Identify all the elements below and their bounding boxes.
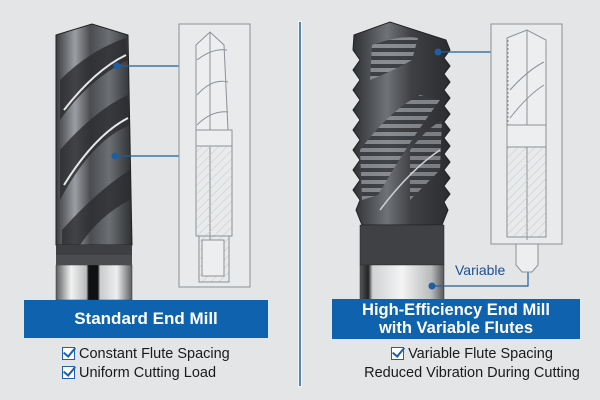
high-efficiency-end-mill-panel: High-Efficiency End Mill with Variable F… — [300, 0, 600, 400]
high-efficiency-title-line2: with Variable Flutes — [378, 319, 534, 337]
standard-end-mill-title: Standard End Mill — [74, 309, 218, 328]
feature-text: Constant Flute Spacing — [79, 345, 230, 362]
checkbox-checked-icon — [62, 366, 75, 379]
feature-item: Constant Flute Spacing — [62, 344, 230, 363]
standard-end-mill-title-banner: Standard End Mill — [24, 300, 268, 338]
panel-divider — [299, 22, 301, 386]
standard-end-mill-illustration — [55, 23, 251, 300]
feature-text: Reduced Vibration During Cutting — [364, 364, 580, 381]
standard-end-mill-panel: Standard End Mill Constant Flute Spacing… — [0, 0, 300, 400]
feature-item: Reduced Vibration During Cutting — [344, 363, 600, 382]
checkbox-checked-icon — [391, 347, 405, 360]
feature-text: Uniform Cutting Load — [79, 364, 217, 381]
checkbox-checked-icon — [62, 347, 75, 360]
feature-text: Variable Flute Spacing — [408, 345, 553, 362]
high-efficiency-title-line1: High-Efficiency End Mill — [362, 301, 550, 319]
feature-item: Uniform Cutting Load — [62, 363, 230, 382]
high-efficiency-title-banner: High-Efficiency End Mill with Variable F… — [332, 299, 580, 339]
feature-item: Variable Flute Spacing — [344, 344, 600, 363]
watermark: · · · — [520, 368, 534, 378]
variable-callout-label: Variable — [455, 262, 506, 278]
standard-features-list: Constant Flute Spacing Uniform Cutting L… — [62, 344, 230, 382]
variable-flute-end-mill-illustration — [352, 21, 563, 300]
variable-features-list: Variable Flute Spacing Reduced Vibration… — [344, 344, 600, 382]
